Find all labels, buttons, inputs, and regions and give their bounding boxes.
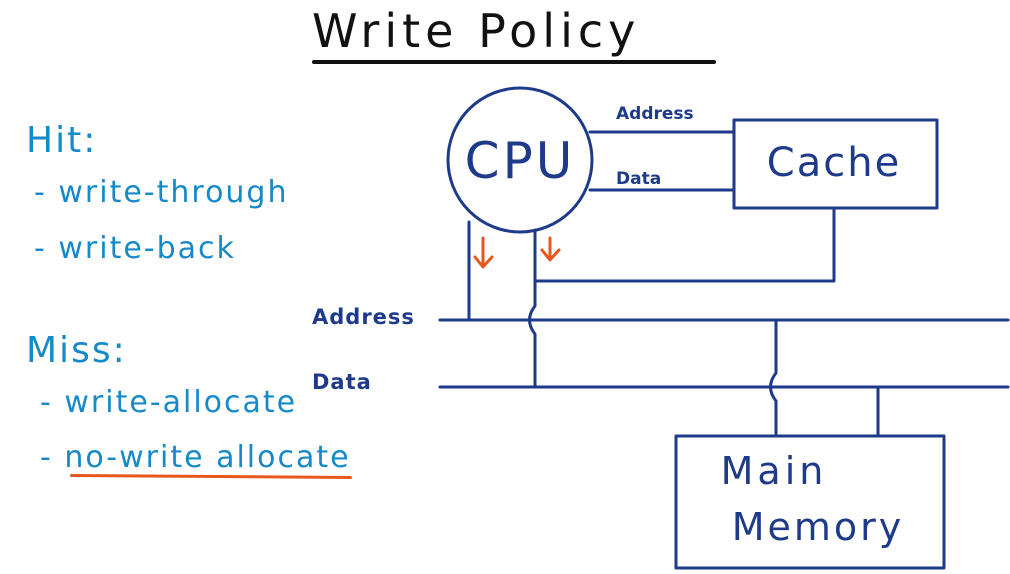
cpu-circle: [446, 86, 594, 234]
bus-data-label: Data: [312, 370, 372, 394]
miss-item-no-write-allocate: - no-write allocate: [40, 440, 351, 475]
cpu-data-drop: [528, 228, 537, 389]
bus-address-label: Address: [312, 305, 415, 329]
miss-item-write-allocate: - write-allocate: [40, 385, 298, 420]
write-arrow-address-icon: [473, 236, 494, 269]
hit-item-write-through: - write-through: [34, 175, 289, 210]
miss-heading: Miss:: [26, 330, 127, 371]
memory-address-line: [769, 318, 778, 438]
cache-bus-connection: [533, 206, 836, 283]
hit-heading: Hit:: [26, 120, 98, 161]
main-memory-box: [674, 434, 946, 570]
title-underline: [312, 60, 716, 64]
cpu-label: CPU: [465, 132, 576, 190]
write-arrow-data-icon: [540, 236, 561, 262]
hit-item-write-back: - write-back: [34, 231, 236, 266]
page-title: Write Policy: [312, 4, 641, 58]
main-memory-label-line2: Memory: [732, 505, 905, 549]
cpu-cache-data-label: Data: [616, 169, 661, 189]
main-memory-label-line1: Main: [721, 449, 828, 493]
cache-label: Cache: [767, 140, 901, 186]
cpu-cache-address-label: Address: [616, 104, 694, 124]
